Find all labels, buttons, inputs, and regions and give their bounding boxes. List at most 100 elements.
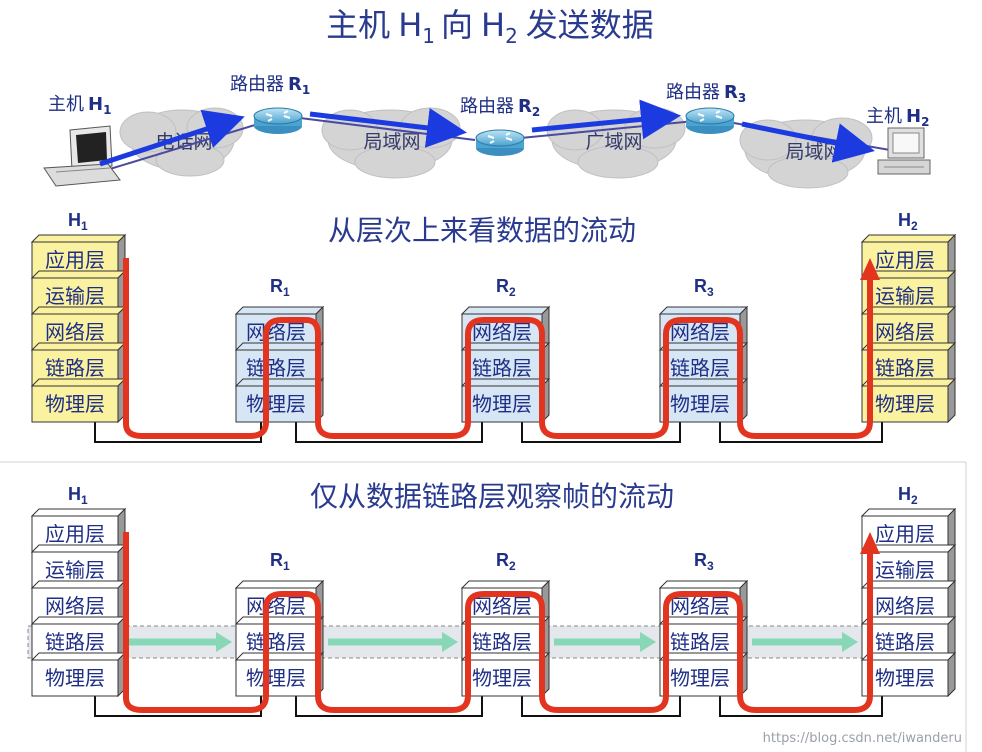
section1-r2-layer-box-2 [461,385,543,423]
section2-h1-layer-label-2: 网络层 [45,594,105,618]
section2-h1-label-name: H [68,484,81,504]
router2-name: R [518,96,532,117]
section2-r3-label: R3 [694,550,714,573]
section1-r2-layer-box-2-top [460,378,551,387]
section1-data-flow-path [123,258,873,439]
section2-title: 仅从数据链路层观察帧的流动 [310,480,674,513]
router1-name: R [288,74,302,95]
cloud-label-2: 局域网 [363,131,420,153]
section1-r2-label: R2 [496,276,516,299]
section2-h2-layer-box-4-side [947,651,956,698]
section2-h2-layer-label-2: 网络层 [875,594,935,618]
section2-h2-layer-box-3-top [860,616,957,625]
section1-h2-layer-box-4-side [947,377,956,424]
section1-h2-layer-box-4-top [860,378,957,387]
router2-sub: 2 [532,105,540,119]
section2-r2-layer-label-1: 链路层 [472,630,532,654]
section1-r1-layer-box-2-top [234,378,325,387]
section1-r2-label-sub: 2 [509,285,516,299]
section1-r2-layer-label-1: 链路层 [472,356,532,380]
section1-r1-label: R1 [270,276,290,299]
section2-r1-layer-label-0: 网络层 [246,594,306,618]
frame-arrowhead-4 [842,632,858,652]
section1-r3-label-name: R [694,276,707,296]
section2-r2-layer-box-2 [461,659,543,697]
frame-arrowhead-2 [442,632,458,652]
section2-r1-layer-label-1: 链路层 [246,630,306,654]
host1-sub: 1 [103,103,111,117]
desktop-icon [877,127,931,175]
section1-h2-layer-label-3: 链路层 [875,356,935,380]
router-icon-r1 [253,107,303,134]
section1-h2-layer-box-0-top [860,234,957,243]
section2-r2-layer-label-2: 物理层 [472,666,532,690]
section1-h2-layer-label-1: 运输层 [875,284,935,308]
section2-h1-layer-box-4-top [30,652,127,661]
host1-name: H [88,94,103,115]
section2-r1-layer-box-0-top [234,580,325,589]
section2-r1-layer-label-2: 物理层 [246,666,306,690]
section1-h1-layer-label-0: 应用层 [45,248,105,272]
cloud-label-3: 广域网 [585,131,642,153]
title-mid: 向 [441,6,473,44]
section1-r3-layer-label-2: 物理层 [670,392,730,416]
title-suffix: 发送数据 [526,6,654,44]
section2-h1-layer-label-0: 应用层 [45,522,105,546]
section1-r3-layer-box-2 [659,385,741,423]
section2-h1-layer-box-1-top [30,544,127,553]
section1-r2-layer-label-0: 网络层 [472,320,532,344]
frame-arrowhead-3 [640,632,656,652]
section2-r2-layer-box-1-top [460,616,551,625]
section1-h1-layer-label-2: 网络层 [45,320,105,344]
section2-r3-layer-box-2-top [658,652,749,661]
section2-h2-layer-label-1: 运输层 [875,558,935,582]
host2-sub: 2 [921,115,929,129]
section1-r3-layer-box-0-top [658,306,749,315]
section1-r2-label-name: R [496,276,509,296]
section2-r2-label-sub: 2 [509,559,516,573]
section1-h1-label-name: H [68,210,81,230]
section2-h1-layer-box-4 [31,659,119,697]
router3-name: R [724,82,738,103]
section2-h1-layer-label-3: 链路层 [45,630,105,654]
section2-r3-layer-label-1: 链路层 [670,630,730,654]
section2-h2-layer-box-4-top [860,652,957,661]
section2-h2-layer-box-0-top [860,508,957,517]
section1-h1-layer-label-1: 运输层 [45,284,105,308]
section2-r1-layer-box-2-top [234,652,325,661]
section1-r2-layer-label-2: 物理层 [472,392,532,416]
section2-h1-layer-box-0-top [30,508,127,517]
section2-h2-layer-box-4 [861,659,949,697]
section1-h1-layer-label-3: 链路层 [45,356,105,380]
section2-h1-layer-box-2-top [30,580,127,589]
section2-r3-layer-label-2: 物理层 [670,666,730,690]
router1-sub: 1 [302,83,310,97]
router3-label-text: 路由器 [666,82,720,103]
section1-r3-label-sub: 3 [707,285,714,299]
section1-r1-layer-label-1: 链路层 [246,356,306,380]
router-icon-r2 [475,129,525,156]
section2-h1-label: H1 [68,484,88,507]
title-host1-sub: 1 [422,24,435,48]
frame-arrowhead-1 [216,632,232,652]
section1-h1-label-sub: 1 [81,219,88,233]
host2-label-text: 主机 [866,106,902,127]
network-topology: 电话网 局域网 广域网 局域网 [43,74,931,189]
section2-h2-layer-label-0: 应用层 [875,522,935,546]
section2-r2-label: R2 [496,550,516,573]
section1-data-flow-arrowhead [860,258,880,280]
section1-h1-layer-box-1-top [30,270,127,279]
section1-h1-layer-box-2-top [30,306,127,315]
section1-h2-layer-box-4 [861,385,949,423]
section1-r1-label-name: R [270,276,283,296]
section2-h2-layer-label-3: 链路层 [875,630,935,654]
section1-r3-layer-box-1-top [658,342,749,351]
section2-wires [94,696,883,717]
